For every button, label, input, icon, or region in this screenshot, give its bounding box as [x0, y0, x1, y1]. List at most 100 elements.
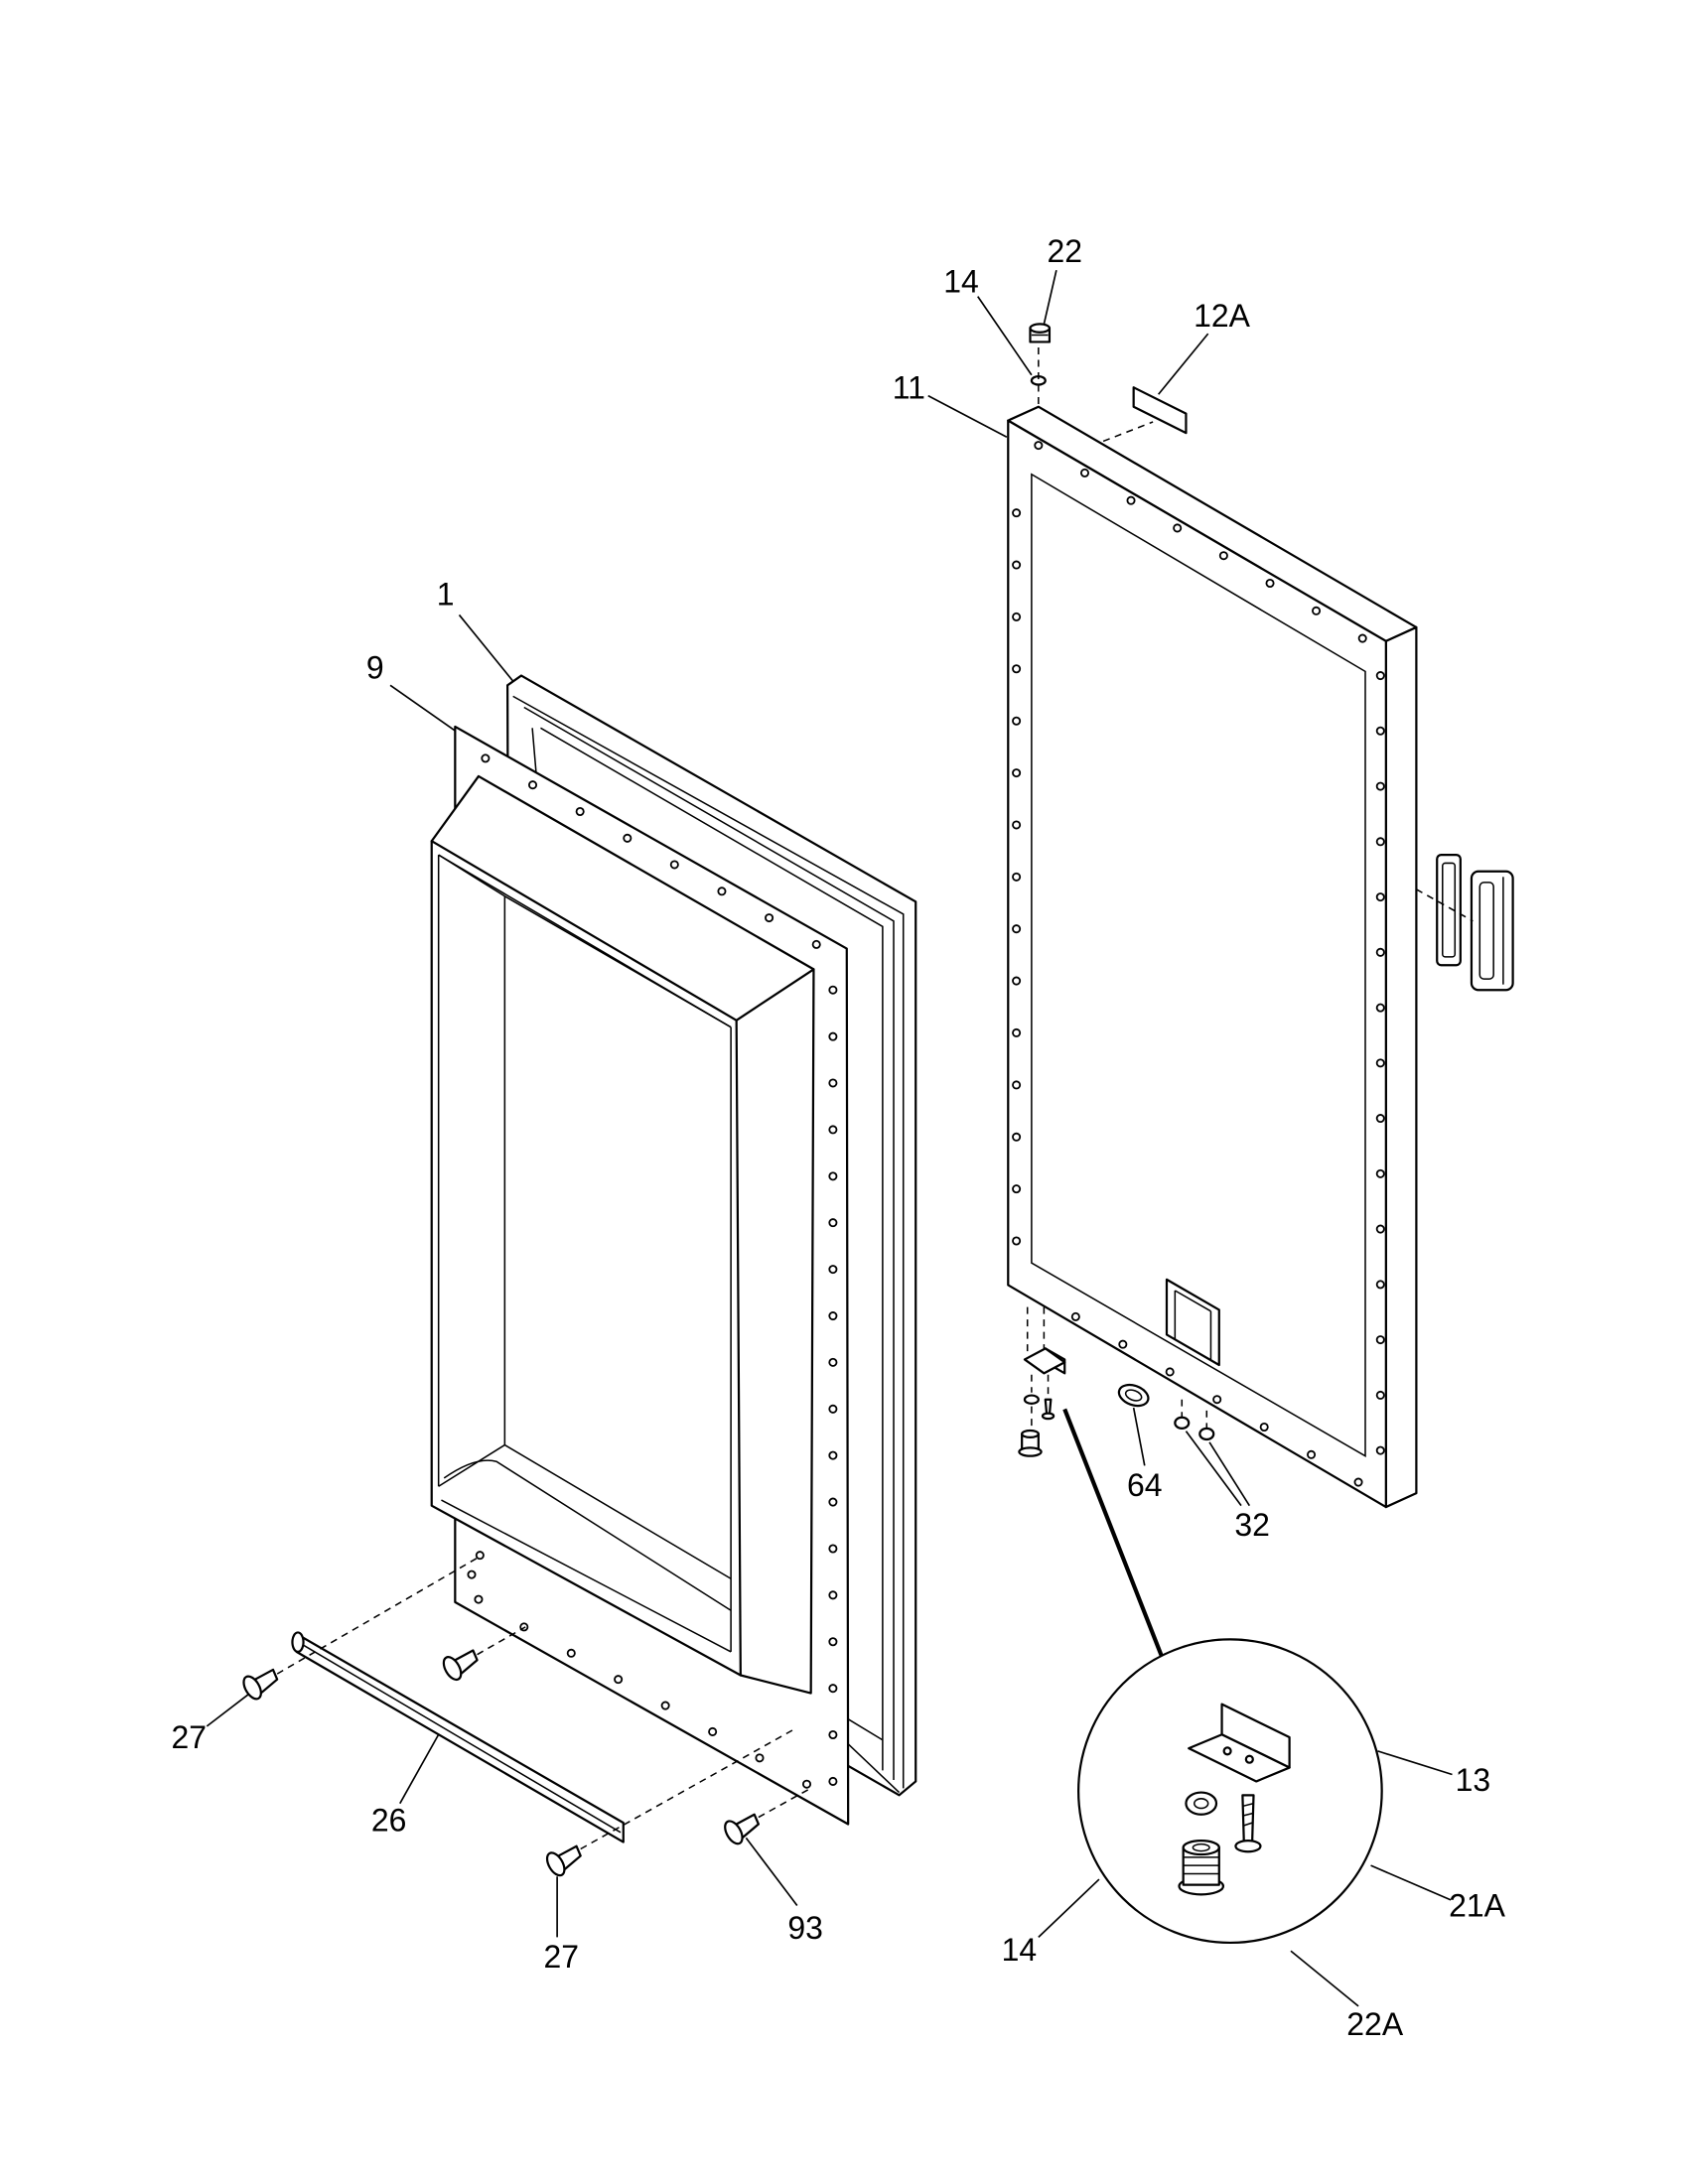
- mounting-hole: [828, 1357, 838, 1367]
- mounting-hole: [1012, 872, 1022, 882]
- mounting-hole: [1375, 1168, 1385, 1178]
- mounting-hole: [575, 806, 585, 817]
- part-9-inner-door-liner: [430, 725, 850, 1826]
- leader-line-14-top: [977, 296, 1033, 376]
- mounting-hole: [1012, 1132, 1022, 1142]
- mounting-hole: [1375, 892, 1385, 902]
- leader-line-22: [1043, 270, 1057, 325]
- part-14-washer-detail: [1185, 1791, 1218, 1816]
- leader-line-26: [399, 1733, 440, 1805]
- mounting-hole: [1079, 468, 1090, 478]
- mounting-hole: [828, 1265, 838, 1275]
- mounting-hole: [828, 1776, 838, 1786]
- leader-line-27-left: [206, 1694, 249, 1727]
- handle-gasket: [1436, 854, 1462, 967]
- callout-label-22A: 22A: [1346, 2006, 1404, 2042]
- callout-label-27-bottom: 27: [544, 1939, 580, 1975]
- mounting-hole: [1357, 633, 1367, 643]
- mounting-hole: [614, 1675, 624, 1685]
- callout-labels: 22 14 12A 11 1 9 27 26 27 93 64 32 13 21…: [172, 233, 1506, 2042]
- push-pin-liner: [442, 1649, 479, 1682]
- mounting-hole: [1375, 1114, 1385, 1124]
- mounting-hole: [1375, 1058, 1385, 1068]
- mounting-hole: [828, 985, 838, 995]
- part-27-push-pin-bottom: [545, 1844, 582, 1877]
- mounting-hole: [1012, 1184, 1022, 1194]
- leader-line-32-b: [1208, 1441, 1251, 1507]
- callout-label-14-top: 14: [943, 263, 979, 299]
- mounting-hole: [660, 1701, 670, 1710]
- mounting-hole: [1307, 1449, 1317, 1459]
- door-mounting-holes: [1012, 441, 1385, 1487]
- mounting-hole: [1034, 441, 1044, 451]
- mounting-hole: [828, 1450, 838, 1460]
- mounting-hole: [1012, 1027, 1022, 1037]
- mounting-hole: [1375, 837, 1385, 847]
- leader-line-1: [458, 614, 514, 682]
- callout-label-26: 26: [371, 1802, 407, 1838]
- mounting-hole: [801, 1779, 812, 1789]
- mounting-hole: [623, 833, 633, 843]
- part-22A-hinge-pin-detail: [1178, 1840, 1225, 1896]
- detail-pointer-line: [1062, 1408, 1168, 1667]
- callout-label-14-detail: 14: [1002, 1932, 1038, 1968]
- mounting-hole: [1012, 716, 1022, 726]
- mounting-hole: [1353, 1477, 1363, 1487]
- leader-line-13: [1377, 1750, 1453, 1776]
- mounting-hole: [1265, 578, 1275, 589]
- mounting-hole: [1212, 1395, 1222, 1405]
- mounting-hole: [1218, 551, 1228, 561]
- mounting-hole: [467, 1570, 477, 1579]
- mounting-hole: [1375, 726, 1385, 736]
- bottom-hinge-bracket: [1023, 1347, 1066, 1375]
- mounting-hole: [1012, 1236, 1022, 1246]
- mounting-hole: [566, 1648, 576, 1658]
- mounting-hole: [669, 860, 679, 870]
- mounting-hole: [1012, 560, 1022, 570]
- mounting-hole: [475, 1551, 485, 1561]
- mounting-hole: [828, 1311, 838, 1321]
- mounting-hole: [828, 1125, 838, 1135]
- mounting-hole: [1375, 671, 1385, 681]
- mounting-hole: [828, 1497, 838, 1507]
- part-22-top-hinge-pin: [1029, 323, 1052, 343]
- mounting-hole: [828, 1404, 838, 1414]
- mounting-hole: [828, 1171, 838, 1181]
- callout-label-21A: 21A: [1449, 1888, 1506, 1924]
- leader-line-93: [745, 1837, 798, 1906]
- detail-view-circle: [1077, 1638, 1383, 1945]
- part-13-hinge-bracket-detail: [1188, 1703, 1291, 1783]
- mounting-hole: [1070, 1311, 1080, 1321]
- mounting-hole: [828, 1590, 838, 1600]
- door-handle: [1470, 870, 1514, 992]
- mounting-hole: [481, 753, 491, 763]
- leader-line-32-a: [1185, 1431, 1242, 1507]
- bottom-hardware-dashed-lines: [1026, 1306, 1208, 1432]
- bottom-hinge-pin: [1018, 1429, 1043, 1457]
- part-93-screw: [724, 1813, 760, 1845]
- callout-label-22: 22: [1047, 233, 1082, 269]
- mounting-hole: [717, 887, 727, 896]
- bottom-screw: [1041, 1398, 1055, 1421]
- mounting-hole: [708, 1726, 718, 1736]
- mounting-hole: [1375, 1445, 1385, 1455]
- leader-line-21A: [1370, 1864, 1452, 1901]
- mounting-hole: [1312, 606, 1322, 615]
- callout-label-64: 64: [1127, 1467, 1163, 1503]
- part-21A-screw-detail: [1234, 1794, 1262, 1853]
- callout-label-27-left: 27: [172, 1719, 208, 1755]
- mounting-hole: [1012, 976, 1022, 986]
- callout-label-1: 1: [437, 577, 455, 613]
- leader-line-22A: [1290, 1950, 1359, 2007]
- part-64-grommet: [1117, 1383, 1150, 1408]
- bottom-washer: [1023, 1394, 1040, 1405]
- mounting-hole: [765, 913, 774, 923]
- mounting-hole: [1173, 523, 1183, 533]
- mounting-hole: [1375, 1390, 1385, 1400]
- callout-label-13: 13: [1456, 1762, 1491, 1798]
- mounting-hole: [1012, 1080, 1022, 1090]
- mounting-hole: [755, 1753, 765, 1763]
- callout-label-12A: 12A: [1194, 298, 1251, 334]
- mounting-hole: [828, 1684, 838, 1694]
